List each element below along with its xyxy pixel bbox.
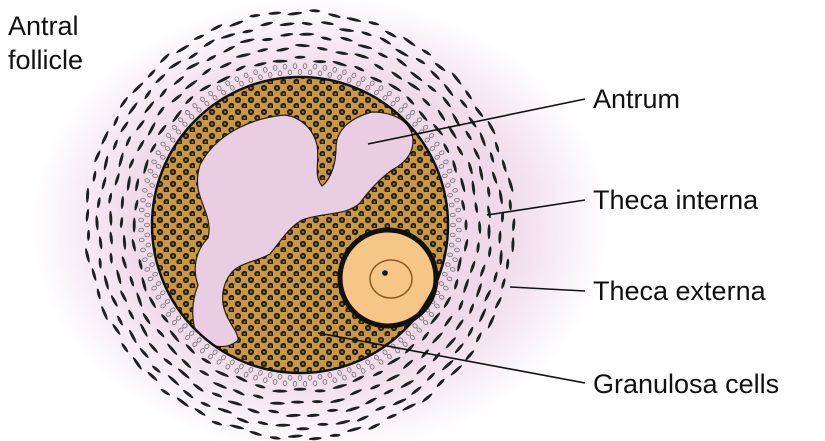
oocyte (340, 230, 436, 326)
theca-externa-label: Theca externa (593, 276, 767, 306)
title-line-1: Antral (8, 11, 79, 41)
theca-interna-label: Theca interna (593, 185, 759, 215)
granulosa-label: Granulosa cells (593, 369, 779, 399)
title-line-2: follicle (8, 45, 83, 75)
theca-externa-cell (465, 220, 468, 231)
theca-externa-cell (291, 401, 304, 404)
antrum-label: Antrum (593, 84, 680, 114)
oocyte-nucleolus (382, 270, 388, 276)
